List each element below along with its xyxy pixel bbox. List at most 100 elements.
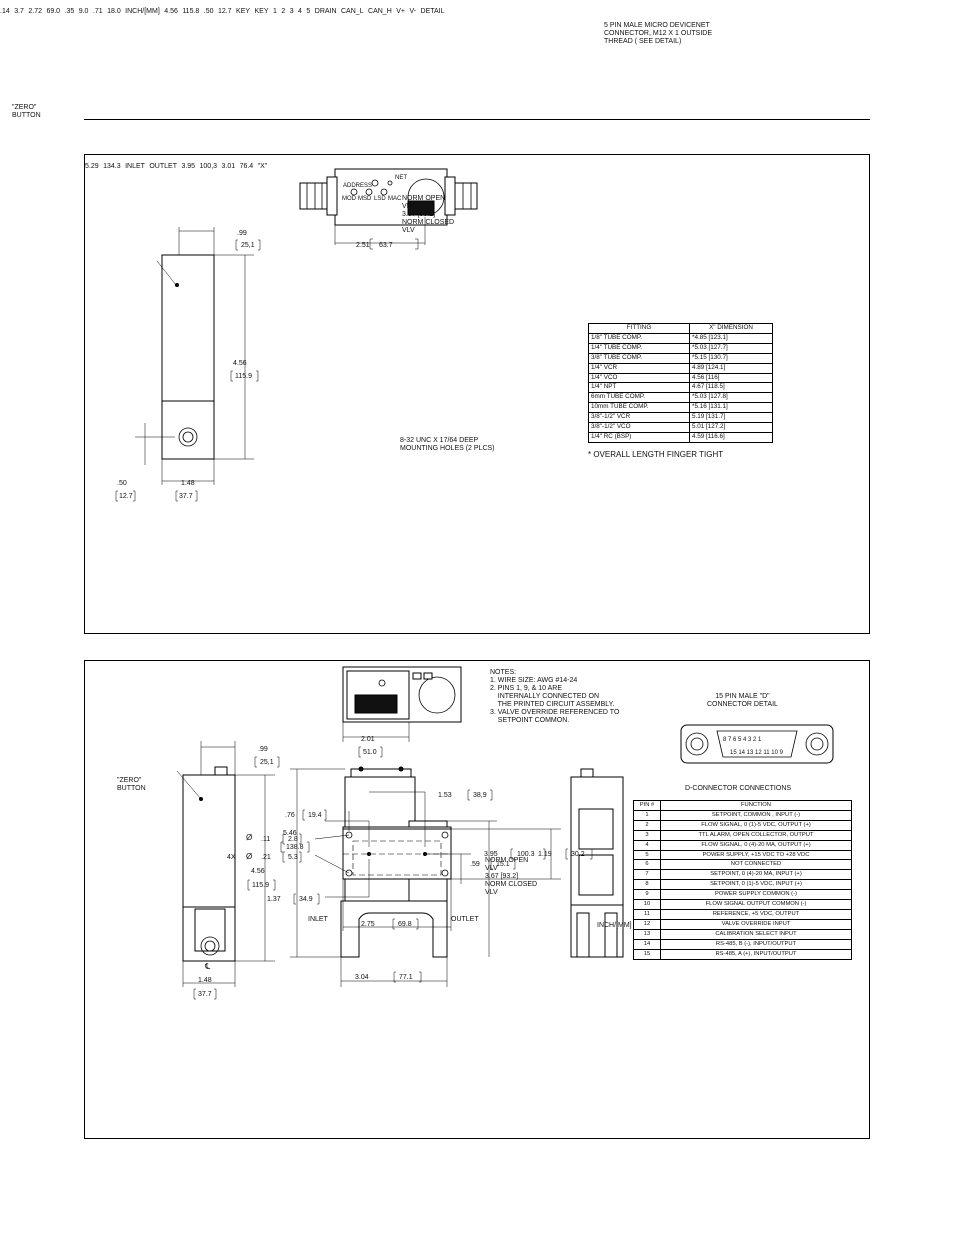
table-cell: 3/8" TUBE COMP.	[588, 352, 690, 364]
dim-4-56-left: 4.56	[233, 360, 247, 367]
dim-77-1: 77.1	[399, 974, 413, 981]
dim-100-3-top: 100,3	[199, 163, 218, 170]
dim-1-53: 1.53	[438, 792, 452, 799]
dim-5-3: 5.3	[288, 854, 298, 861]
dim-4-56-bottom: 4.56	[251, 868, 265, 875]
dim-3-01: 3.01	[221, 163, 236, 170]
dim-2-51: 2.51	[356, 242, 370, 249]
dim-12-7-left: 12.7	[119, 493, 133, 500]
table-cell: POWER SUPPLY COMMON (-)	[660, 889, 852, 901]
key-callout-right: KEY 1 2 3 4 5 DRAIN CAN_L CAN_H V+ V- DE…	[255, 0, 445, 17]
dim-1-19: 1.19	[538, 851, 552, 858]
table-header-row: PIN # FUNCTION	[633, 800, 852, 811]
top-plan-view: ADDRESS NET MOD MSD LSD MAC 2.51 63.7	[299, 168, 478, 250]
d-connector-detail: 8 7 6 5 4 3 2 1 15 14 13 12 11 10 9	[680, 724, 834, 764]
table-cell: 6	[633, 859, 661, 871]
dim-134-3: 134.3	[103, 163, 121, 170]
table-cell: 1/8" TUBE COMP.	[588, 332, 690, 344]
dim-3-95-top: 3.95	[181, 163, 196, 170]
dim-2-01: 2.01	[361, 736, 375, 743]
pin-1-label: 1	[272, 8, 277, 15]
table-cell: CALIBRATION SELECT INPUT	[660, 928, 852, 940]
dim-2-8: 2.8	[288, 836, 298, 843]
can-l-label: CAN_L	[341, 8, 364, 15]
table-cell: 3/8"-1/2" VCO	[588, 422, 690, 433]
table-cell: 4	[633, 839, 661, 851]
dim-9-0: 9.0	[78, 8, 89, 15]
dim-50-right: .50	[203, 8, 214, 15]
cover-label-mac: MAC	[388, 196, 402, 202]
table-cell: 4.59 [116.6]	[689, 431, 773, 443]
dim-37-7-bottom: 37.7	[198, 991, 212, 998]
header-rule	[84, 119, 870, 120]
pin-5-label: 5	[306, 8, 311, 15]
dim-115-9-bottom: 115.9	[252, 882, 269, 889]
four-x-label: 4X	[227, 854, 236, 861]
table-cell: 6mm TUBE COMP.	[588, 392, 690, 404]
table-row: 1/8" TUBE COMP.*4.85 [123.1]	[588, 332, 773, 344]
table-cell: 12	[633, 918, 661, 930]
d-pins-top-row: 8 7 6 5 4 3 2 1	[723, 737, 762, 743]
inlet-label: INLET	[125, 163, 145, 170]
connector-pin-detail: KEY 1 2 3 4 5 DRAIN CAN_L CAN_H V+ V- DE…	[255, 0, 445, 17]
dim-19-4: 19.4	[308, 812, 322, 819]
fitting-dimension-table: FITTING X" DIMENSION 1/8" TUBE COMP.*4.8…	[588, 323, 773, 443]
d-sub-plug-icon	[354, 694, 398, 714]
table-cell: TTL ALARM, OPEN COLLECTOR, OUTPUT	[660, 829, 852, 841]
dim-11: .11	[261, 836, 270, 843]
zero-button-label-top: "ZERO" BUTTON	[12, 104, 41, 119]
table-cell: 5.01 [127.2]	[689, 422, 773, 433]
dim-3-7: 3.7	[14, 8, 24, 15]
dim-76-4: 76.4	[239, 163, 254, 170]
valve-note-bottom: NORM OPEN VLV 3.67 [93.2] NORM CLOSED VL…	[485, 857, 538, 896]
notes-block: NOTES: 1. WIRE SIZE: AWG #14-24 2. PINS …	[490, 669, 620, 724]
inch-mm-label-bottom: INCH/[MM]	[597, 922, 632, 929]
table-cell: 1	[633, 809, 661, 821]
d-connector-table-title: D-CONNECTOR CONNECTIONS	[685, 785, 792, 792]
dim-50-left: .50	[117, 480, 127, 487]
cover-label-net: NET	[395, 175, 407, 181]
devicenet-drawing-svg: ADDRESS NET MOD MSD LSD MAC 2.51 63.7 .9…	[115, 168, 478, 502]
finger-tight-note: * OVERALL LENGTH FINGER TIGHT	[588, 450, 724, 459]
dim-59: .59	[470, 861, 480, 868]
d-connector-detail-title: 15 PIN MALE "D" CONNECTOR DETAIL	[707, 693, 778, 708]
cover-label-lsd: LSD	[374, 196, 386, 202]
table-header: FUNCTION	[660, 800, 852, 811]
centerline-symbol: ℄	[204, 962, 211, 971]
cover-label-address: ADDRESS	[343, 183, 372, 189]
dim-21: .21	[261, 854, 271, 861]
table-cell: 1/4" VCO	[588, 372, 690, 384]
left-side-view: .99 25,1 4.56 115.9 .50 12.7 1.48 37.7	[115, 227, 261, 502]
table-cell: 4.67 [118.5]	[689, 382, 773, 394]
table-cell: *5.16 [131.1]	[689, 402, 773, 414]
connector-plug-icon	[407, 200, 435, 216]
table-cell: 1/4" RC (BSP)	[588, 431, 690, 443]
dim-38-9: 38,9	[473, 792, 487, 799]
dim-14: .14	[0, 8, 10, 15]
table-row: 6mm TUBE COMP.*5.03 [127.8]	[588, 392, 773, 404]
front-view: 5.29 134.3 INLET OUTLET 3.95 100,3 3.01 …	[85, 155, 267, 172]
key-callout-left: KEY	[236, 0, 254, 17]
mounting-note: 8-32 UNC X 17/64 DEEP MOUNTING HOLES (2 …	[400, 437, 495, 452]
dim-115-8: 115.8	[182, 8, 200, 15]
dim-69-0: 69.0	[46, 8, 61, 15]
table-cell: SETPOINT, 0 (4)-20 MA, INPUT (+)	[660, 869, 852, 881]
dim-15-1: 15.1	[496, 861, 510, 868]
dim-5-29: 5.29	[85, 163, 99, 170]
inlet-label-bottom: INLET	[308, 916, 329, 923]
table-cell: *5.03 [127.8]	[689, 392, 773, 404]
table-cell: *4.85 [123.1]	[689, 332, 773, 344]
table-cell: 8	[633, 879, 661, 891]
detail-label: DETAIL	[420, 8, 445, 15]
table-cell: FLOW SIGNAL, 0 (1)-5 VDC, OUTPUT (+)	[660, 819, 852, 831]
table-header: PIN #	[633, 800, 661, 811]
dim-1-48: 1.48	[181, 480, 195, 487]
dim-25-1: 25,1	[241, 242, 255, 249]
pin-4-label: 4	[298, 8, 302, 15]
table-row: 1/4" TUBE COMP.*5.03 [127.7]	[588, 342, 773, 354]
dim-18-0: 18.0	[107, 8, 121, 15]
